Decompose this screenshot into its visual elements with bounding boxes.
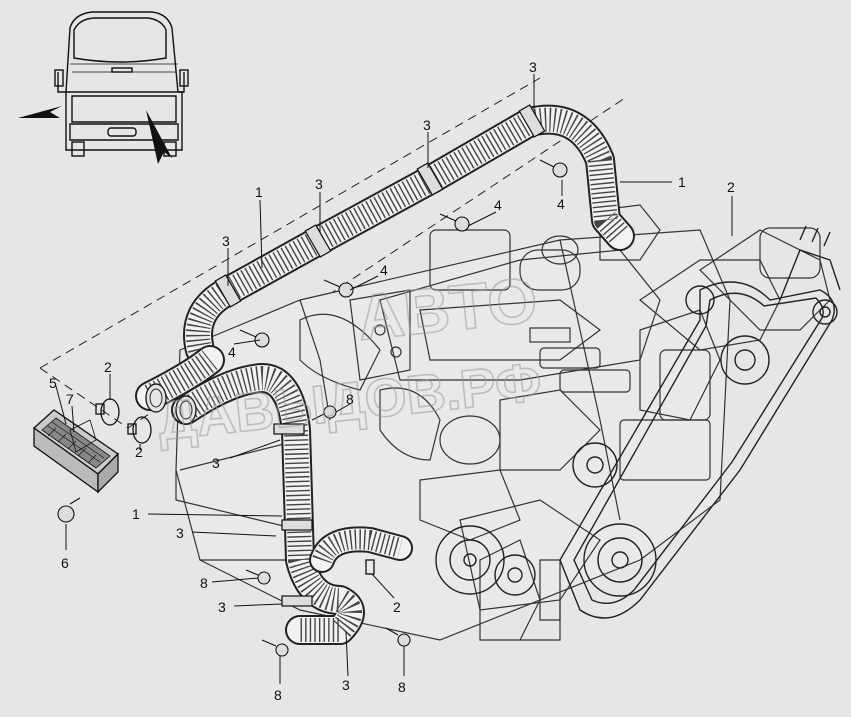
screw-icon — [311, 405, 337, 421]
dashed-reference-lines — [39, 77, 629, 429]
screw-icon — [57, 497, 81, 523]
callout-3-bottom: 3 — [342, 677, 350, 693]
screw-icon — [261, 639, 289, 657]
callout-8-left: 8 — [200, 575, 208, 591]
callout-3-b: 3 — [315, 176, 323, 192]
belt-drive — [435, 225, 841, 619]
callout-3-d: 3 — [212, 455, 220, 471]
bus-orientation-thumbnail — [54, 11, 189, 157]
callout-8-bottom-left: 8 — [274, 687, 282, 703]
callout-7: 7 — [66, 391, 74, 407]
screw-icon — [239, 329, 270, 348]
callout-2-right: 2 — [727, 179, 735, 195]
callout-1-right: 1 — [678, 174, 686, 190]
callout-5: 5 — [49, 375, 57, 391]
leader-lines — [55, 74, 733, 684]
callout-labels: 3 3 1 2 4 3 1 4 3 4 4 5 2 7 8 2 3 1 3 6 … — [49, 59, 735, 703]
callout-4-d: 4 — [228, 344, 236, 360]
callout-8-bottom-right: 8 — [398, 679, 406, 695]
air-intake-grille — [32, 409, 120, 494]
corrugated-hose-inlet-left — [135, 345, 225, 413]
view-arrow-icon — [18, 106, 62, 118]
screw-icon — [323, 279, 354, 298]
callout-3-e: 3 — [176, 525, 184, 541]
callout-4-c: 4 — [380, 262, 388, 278]
callout-3-c: 3 — [222, 233, 230, 249]
corrugated-hose-branch — [309, 526, 413, 573]
callout-1-top: 1 — [255, 184, 263, 200]
callout-8-mid: 8 — [346, 391, 354, 407]
fastener-screws — [57, 159, 568, 657]
screw-icon — [539, 159, 568, 178]
callout-3-mid: 3 — [423, 117, 431, 133]
callout-4-a: 4 — [557, 196, 565, 212]
watermark: ABTO ДАВЫДОВ.РФ — [154, 263, 545, 453]
hose-clamp-bands — [214, 104, 546, 607]
callout-1-left: 1 — [132, 506, 140, 522]
callout-2-hose: 2 — [104, 359, 112, 375]
screw-icon — [439, 213, 470, 232]
location-arrow-icon — [146, 110, 172, 164]
callout-2-bottom: 2 — [393, 599, 401, 615]
callout-3-f: 3 — [218, 599, 226, 615]
callout-3-top: 3 — [529, 59, 537, 75]
callout-2-clamp: 2 — [135, 444, 143, 460]
callout-4-b: 4 — [494, 197, 502, 213]
callout-6: 6 — [61, 555, 69, 571]
